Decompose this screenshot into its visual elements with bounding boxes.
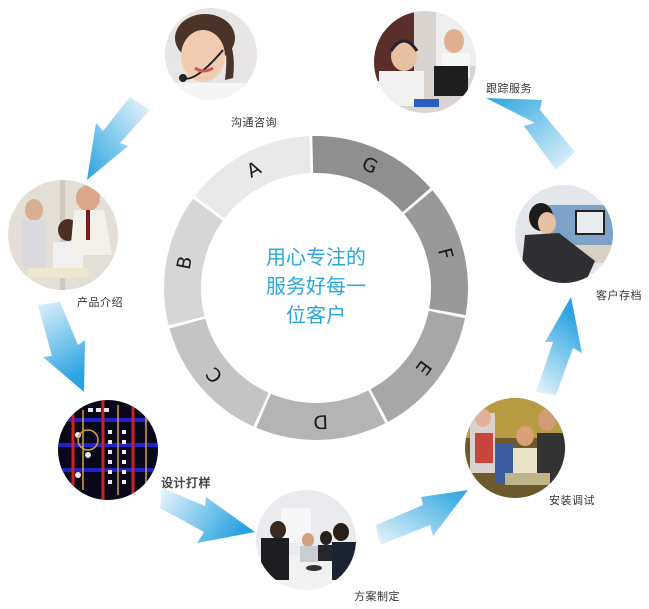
arrow-1-icon: [87, 97, 150, 180]
ring-segment-c: [169, 318, 269, 427]
step-label-install: 安装调试: [549, 494, 595, 507]
headset-woman-photo-icon: [165, 8, 257, 100]
slogan-line-1: 用心专注的: [266, 245, 366, 269]
photo-customer-archive: [515, 185, 613, 283]
planning-meeting-photo-icon: [256, 490, 356, 590]
ring-segment-e: [370, 310, 465, 422]
arrow-6-icon: [486, 98, 575, 170]
photo-product-intro: [8, 180, 118, 290]
photo-customer-service: [165, 8, 257, 100]
installation-photo-icon: [465, 398, 565, 498]
photo-followup: [374, 11, 476, 113]
arrow-2-icon: [38, 302, 85, 392]
office-computer-photo-icon: [515, 185, 613, 283]
ring-segment-g: [312, 136, 431, 213]
call-center-photo-icon: [374, 11, 476, 113]
ring-segment-f: [404, 190, 468, 316]
ring-segment-a: [194, 136, 311, 219]
step-label-product-intro: 产品介绍: [77, 296, 123, 309]
ring-segment-d: [256, 390, 386, 440]
business-meeting-photo-icon: [8, 180, 118, 290]
step-label-consult: 沟通咨询: [231, 116, 277, 129]
step-label-followup: 跟踪服务: [486, 82, 532, 95]
slogan-line-2: 服务好每一: [266, 274, 366, 298]
step-label-design: 设计打样: [161, 476, 212, 490]
center-slogan: 用心专注的 服务好每一 位客户: [226, 243, 406, 330]
pcb-circuit-photo-icon: [58, 400, 158, 500]
photo-planning: [256, 490, 356, 590]
arrow-3-icon: [160, 488, 255, 543]
photo-pcb-design: [58, 400, 158, 500]
step-label-plan: 方案制定: [354, 590, 400, 603]
arrow-4-icon: [376, 490, 468, 545]
photo-installation: [465, 398, 565, 498]
ring-letter-f: F: [433, 246, 457, 262]
ring-segment-b: [164, 198, 223, 326]
step-label-archive: 客户存档: [596, 289, 642, 302]
ring-letter-d: D: [313, 410, 328, 432]
ring-letter-b: B: [173, 254, 197, 271]
arrow-5-icon: [536, 297, 582, 395]
slogan-line-3: 位客户: [286, 303, 346, 327]
